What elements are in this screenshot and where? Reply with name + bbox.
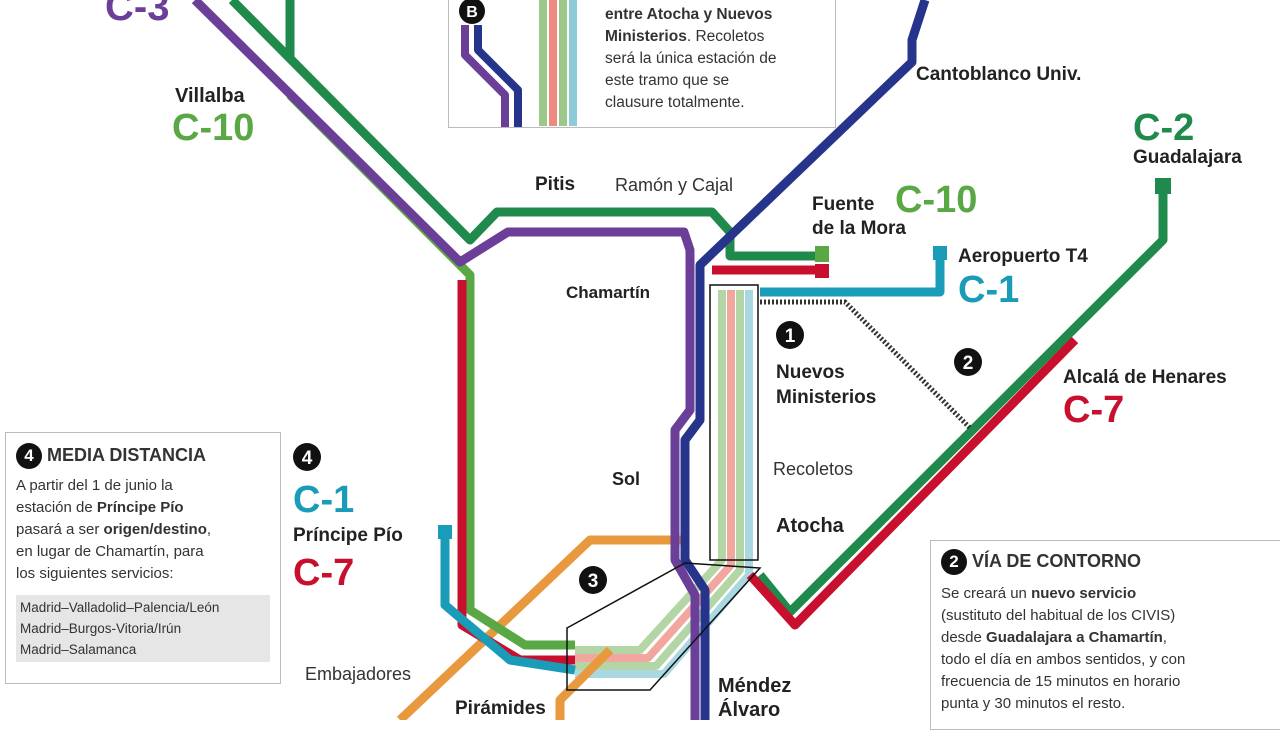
terminal-fuente xyxy=(815,246,829,262)
label-c2: C-2 xyxy=(1133,107,1194,149)
marker-3: 3 xyxy=(579,566,607,594)
info-box-via-contorno: 2 VÍA DE CONTORNO Se creará un nuevo ser… xyxy=(930,540,1280,730)
terminal-fuente-red xyxy=(815,264,829,278)
label-c7-pio: C-7 xyxy=(293,552,354,594)
line-red-east xyxy=(746,336,1079,630)
station-principe-pio: Príncipe Pío xyxy=(293,525,403,546)
marker-b: B xyxy=(459,0,485,24)
marker-2: 2 xyxy=(954,348,982,376)
label-c3: C-3 xyxy=(105,0,169,29)
line-orange xyxy=(396,535,685,720)
station-cantoblanco: Cantoblanco Univ. xyxy=(916,64,1081,85)
station-nuevos-2: Ministerios xyxy=(776,387,876,408)
terminal-guadalajara xyxy=(1155,178,1171,194)
tunnel-bundle xyxy=(575,290,753,678)
service-item: Madrid–Salamanca xyxy=(20,642,137,657)
station-villalba: Villalba xyxy=(175,85,246,107)
station-embajadores: Embajadores xyxy=(305,664,411,684)
bundle-outline xyxy=(709,284,759,561)
box-title: VÍA DE CONTORNO xyxy=(972,550,1142,571)
line-teal-c1 xyxy=(440,530,576,675)
station-ramon-y-cajal: Ramón y Cajal xyxy=(615,175,733,195)
line-green-c2 xyxy=(228,0,815,261)
station-sol: Sol xyxy=(612,469,640,489)
marker-1: 1 xyxy=(776,321,804,349)
label-c1-aero: C-1 xyxy=(958,269,1019,311)
station-mendez-2: Álvaro xyxy=(718,698,780,720)
station-piramides: Pirámides xyxy=(455,698,546,719)
label-c1-pio: C-1 xyxy=(293,479,354,521)
label-c10-fuente: C-10 xyxy=(895,179,977,221)
bypass-track xyxy=(760,299,972,430)
info-box-media-distancia: 4 MEDIA DISTANCIA A partir del 1 de juni… xyxy=(5,432,281,684)
line-orange-2 xyxy=(555,646,614,720)
station-alcala: Alcalá de Henares xyxy=(1063,367,1227,388)
terminal-aeropuerto xyxy=(933,246,947,260)
svg-text:3: 3 xyxy=(588,571,599,592)
station-pitis: Pitis xyxy=(535,174,575,195)
station-aeropuerto: Aeropuerto T4 xyxy=(958,246,1088,267)
station-chamartin: Chamartín xyxy=(566,283,650,302)
label-c7-alcala: C-7 xyxy=(1063,389,1124,431)
station-nuevos-1: Nuevos xyxy=(776,362,845,383)
line-green-c2-east xyxy=(756,185,1168,617)
label-c10-villalba: C-10 xyxy=(172,107,254,149)
line-navy-c4 xyxy=(680,0,930,720)
marker-4: 4 xyxy=(293,443,321,471)
station-fuente-2: de la Mora xyxy=(812,218,906,239)
terminal-pio xyxy=(438,525,452,539)
line-purple-c3 xyxy=(191,0,700,720)
info-box-tunnel: B entre Atocha y Nuevos Ministerios. Rec… xyxy=(448,0,836,128)
line-teal-aero xyxy=(760,255,945,297)
station-recoletos: Recoletos xyxy=(773,459,853,479)
station-mendez-1: Méndez xyxy=(718,675,791,697)
station-fuente-1: Fuente xyxy=(812,194,874,215)
services-list: Madrid–Valladolid–Palencia/León Madrid–B… xyxy=(16,595,270,662)
svg-text:4: 4 xyxy=(302,448,313,469)
box-title: MEDIA DISTANCIA xyxy=(47,444,207,465)
bundle-outline-2 xyxy=(566,562,762,691)
inset-navy xyxy=(474,25,522,128)
inset-purple xyxy=(461,25,509,128)
station-atocha: Atocha xyxy=(776,515,845,537)
svg-text:1: 1 xyxy=(785,326,796,347)
station-guadalajara: Guadalajara xyxy=(1133,147,1242,168)
service-item: Madrid–Valladolid–Palencia/León xyxy=(20,600,220,615)
svg-text:2: 2 xyxy=(963,353,974,374)
service-item: Madrid–Burgos-Vitoria/Irún xyxy=(20,621,182,636)
svg-text:B: B xyxy=(466,4,478,21)
